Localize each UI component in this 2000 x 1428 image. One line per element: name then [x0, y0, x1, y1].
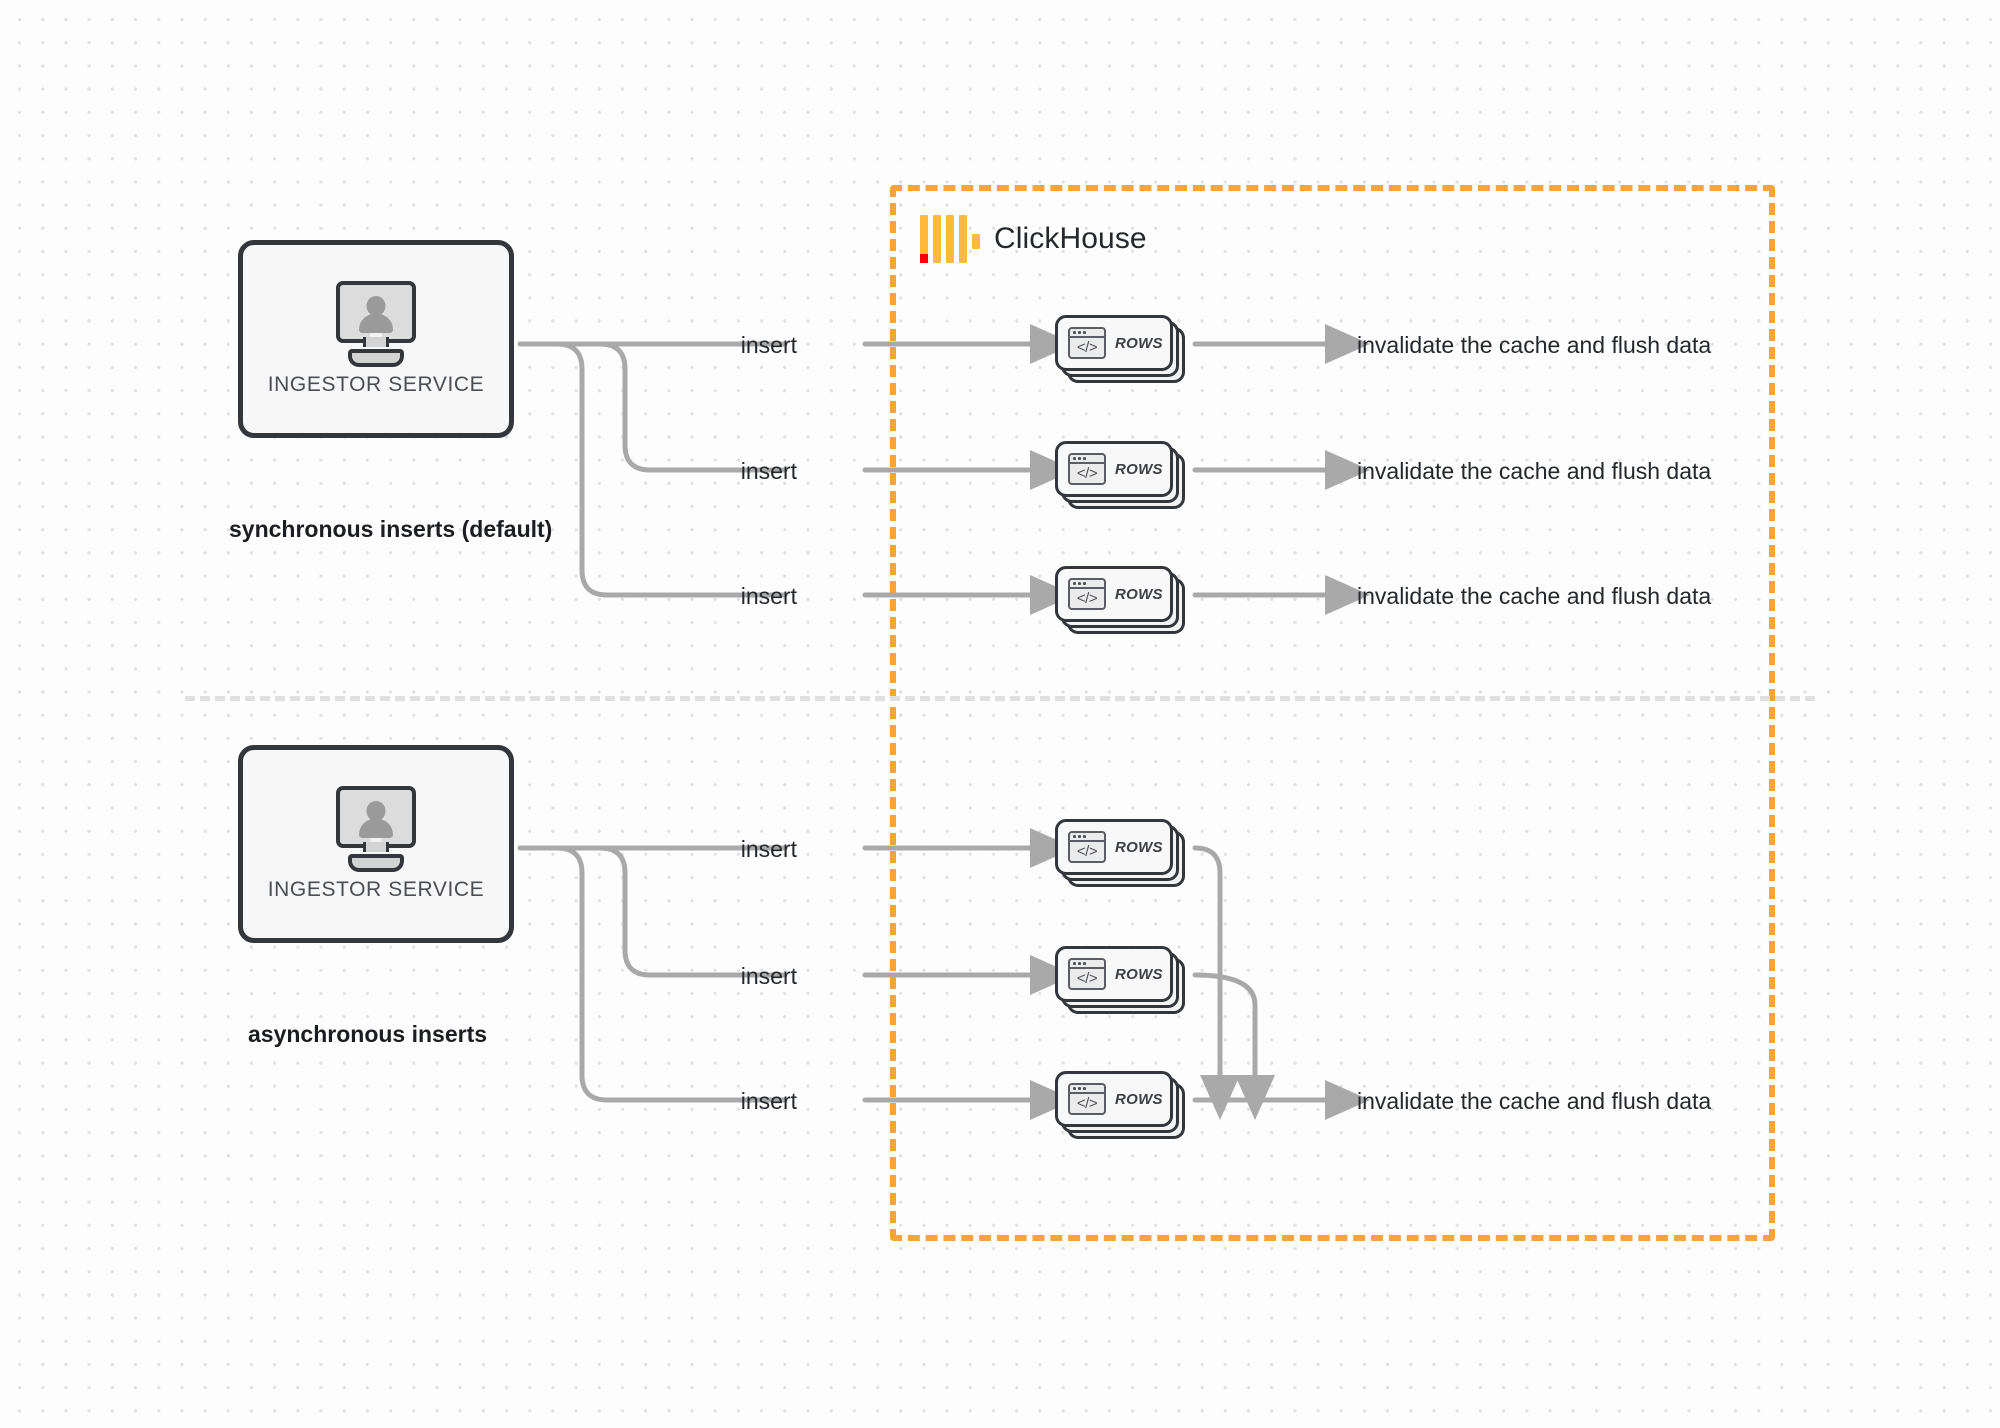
monitor-power-dot: [370, 838, 382, 842]
ingestor-service-label: INGESTOR SERVICE: [267, 878, 485, 901]
rows-node-label: ROWS: [1115, 965, 1163, 983]
caption-synchronous-inserts: synchronous inserts (default): [229, 516, 553, 542]
rows-node-sync-1[interactable]: </> ROWS: [1055, 315, 1185, 383]
code-glyph: </>: [1076, 1094, 1098, 1112]
rows-card-front: </> ROWS: [1055, 1071, 1173, 1127]
logo-bar-4: [959, 215, 967, 263]
clickhouse-boundary: [890, 185, 1775, 1241]
rows-card-front: </> ROWS: [1055, 566, 1173, 622]
rows-node-label: ROWS: [1115, 838, 1163, 856]
code-window-titlebar: [1070, 960, 1104, 969]
rows-node-async-1[interactable]: </> ROWS: [1055, 819, 1185, 887]
monitor-user-icon: [330, 786, 422, 872]
rows-node-sync-2[interactable]: </> ROWS: [1055, 441, 1185, 509]
user-body: [359, 314, 393, 333]
sync-insert-label-3: insert: [740, 583, 797, 609]
sync-insert-label-1: insert: [740, 332, 797, 358]
monitor-base: [348, 854, 404, 872]
logo-bar-1: [920, 215, 928, 263]
user-body: [359, 819, 393, 838]
code-window-icon: </>: [1068, 327, 1106, 359]
code-window-titlebar: [1070, 455, 1104, 464]
monitor-neck: [363, 842, 389, 852]
sync-result-label-2: invalidate the cache and flush data: [1357, 458, 1712, 484]
logo-red-accent: [920, 254, 928, 263]
ingestor-service-label: INGESTOR SERVICE: [267, 373, 485, 396]
monitor-base: [348, 349, 404, 367]
code-glyph: </>: [1076, 464, 1098, 482]
clickhouse-wordmark: ClickHouse: [994, 222, 1147, 255]
async-insert-label-1: insert: [740, 836, 797, 862]
rows-node-label: ROWS: [1115, 334, 1163, 352]
code-glyph: </>: [1076, 338, 1098, 356]
rows-node-label: ROWS: [1115, 460, 1163, 478]
code-glyph: </>: [1076, 842, 1098, 860]
async-insert-label-3: insert: [740, 1088, 797, 1114]
caption-asynchronous-inserts: asynchronous inserts: [248, 1021, 488, 1047]
user-head: [366, 296, 386, 316]
monitor-screen: [336, 281, 416, 343]
async-merged-result-label: invalidate the cache and flush data: [1357, 1088, 1712, 1114]
sync-branch-2: [597, 341, 788, 473]
monitor-user-icon: [330, 281, 422, 367]
code-window-icon: </>: [1068, 578, 1106, 610]
sync-result-label-1: invalidate the cache and flush data: [1357, 332, 1712, 358]
rows-node-async-3[interactable]: </> ROWS: [1055, 1071, 1185, 1139]
async-branch-2: [597, 845, 788, 978]
rows-card-front: </> ROWS: [1055, 441, 1173, 497]
code-glyph: </>: [1076, 589, 1098, 607]
sync-insert-label-2: insert: [740, 458, 797, 484]
monitor-power-dot: [370, 333, 382, 337]
clickhouse-logo-icon: [920, 215, 980, 263]
monitor-screen: [336, 786, 416, 848]
logo-bar-3: [946, 215, 954, 263]
logo-square: [972, 234, 980, 249]
code-glyph: </>: [1076, 969, 1098, 987]
section-divider: [185, 696, 1815, 701]
code-window-titlebar: [1070, 833, 1104, 842]
rows-card-front: </> ROWS: [1055, 819, 1173, 875]
code-window-titlebar: [1070, 580, 1104, 589]
logo-bar-2: [933, 215, 941, 263]
rows-card-front: </> ROWS: [1055, 946, 1173, 1002]
rows-node-label: ROWS: [1115, 585, 1163, 603]
rows-node-sync-3[interactable]: </> ROWS: [1055, 566, 1185, 634]
code-window-icon: </>: [1068, 453, 1106, 485]
user-head: [366, 801, 386, 821]
rows-node-label: ROWS: [1115, 1090, 1163, 1108]
ingestor-service-sync[interactable]: INGESTOR SERVICE: [238, 240, 514, 438]
code-window-icon: </>: [1068, 1083, 1106, 1115]
code-window-titlebar: [1070, 329, 1104, 338]
rows-node-async-2[interactable]: </> ROWS: [1055, 946, 1185, 1014]
async-insert-label-2: insert: [740, 963, 797, 989]
code-window-icon: </>: [1068, 831, 1106, 863]
code-window-titlebar: [1070, 1085, 1104, 1094]
sync-result-label-3: invalidate the cache and flush data: [1357, 583, 1712, 609]
clickhouse-brand: ClickHouse: [920, 215, 1147, 263]
monitor-neck: [363, 337, 389, 347]
ingestor-service-async[interactable]: INGESTOR SERVICE: [238, 745, 514, 943]
code-window-icon: </>: [1068, 958, 1106, 990]
rows-card-front: </> ROWS: [1055, 315, 1173, 371]
